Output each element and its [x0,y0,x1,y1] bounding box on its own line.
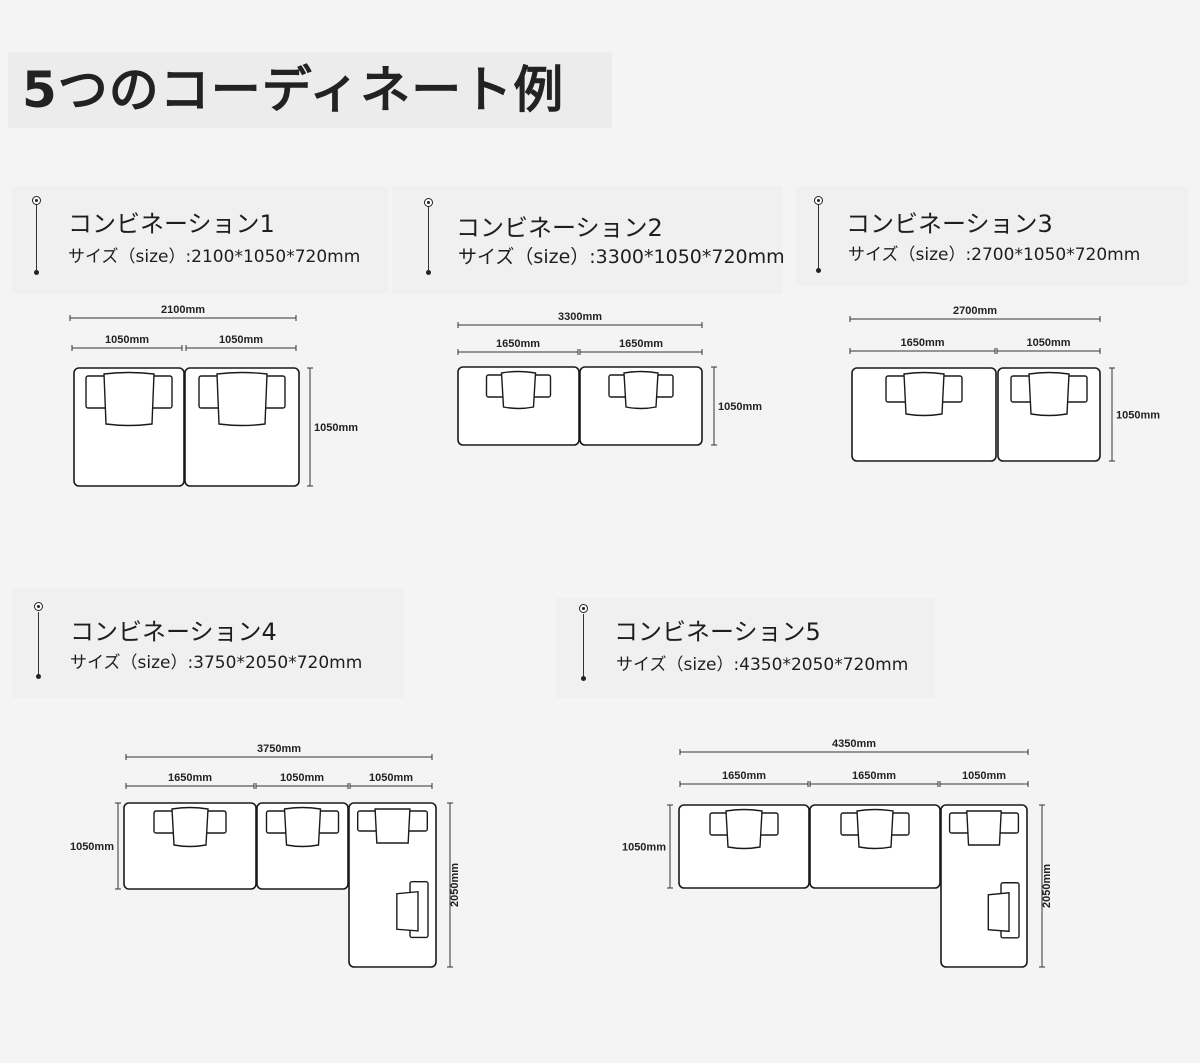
combo-3-header: コンビネーション3 サイズ（size）:2700*1050*720mm [796,186,1188,286]
d4-svg: 3750mm 1650mm 1050mm 1050mm 1050mm 2050mm [70,743,461,968]
d1-svg: 2100mm 1050mm 1050mm 1050mm [69,304,358,487]
sofa-module-cushion-icon [903,371,945,417]
combo-4-name: コンビネーション4 [70,618,277,646]
sofa-module-cushion-icon [216,371,268,427]
sofa-module-cushion-icon [623,370,659,410]
timeline-dot-icon [36,674,41,679]
timeline-line [36,204,37,272]
combo-3-size: サイズ（size）:2700*1050*720mm [848,245,1141,265]
combo-3-name: コンビネーション3 [846,210,1053,238]
combo-1-name: コンビネーション1 [68,210,275,238]
timeline-ring-icon [34,602,43,611]
timeline-ring-icon [424,198,433,207]
d3-svg: 2700mm 1650mm 1050mm 1050mm [849,305,1160,462]
combo-2-header: コンビネーション2 サイズ（size）:3300*1050*720mm [392,186,785,294]
combo-1-diagram: 2100mm 1050mm 1050mm 1050mm [50,295,380,505]
dim-module-width-label: 1650mm [619,338,663,350]
timeline-ring-icon [32,196,41,205]
sofa-module-cushion-icon [103,371,155,427]
timeline-dot-icon [426,270,431,275]
combo-2-diagram: 3300mm 1650mm 1650mm 1050mm [440,305,770,465]
sofa-module-cushion-icon [171,806,209,848]
dim-depth-label: 1050mm [70,841,114,853]
timeline-line [38,612,39,676]
dim-module-width-label: 1050mm [1026,337,1070,349]
dim-depth-label: 1050mm [1116,410,1160,422]
dim-module-width-label: 1050mm [369,772,413,784]
combo-5-size: サイズ（size）:4350*2050*720mm [616,655,909,675]
combo-5-diagram: 4350mm 1650mm 1650mm 1050mm 1050mm 2050mm [610,735,1070,975]
page-title: 5つのコーディネート例 [22,61,565,119]
dim-module-width-label: 1650mm [722,770,766,782]
dim-module-width-label: 1650mm [852,770,896,782]
dim-module-width-label: 1050mm [105,334,149,346]
sofa-module-cushion-icon [283,806,322,848]
dim-total-width-label: 2700mm [953,305,997,317]
timeline-line [428,204,429,272]
title-banner: 5つのコーディネート例 [8,52,612,128]
dim-depth-label: 1050mm [314,422,358,434]
dim-module-width-label: 1050mm [962,770,1006,782]
timeline-line [818,204,819,268]
d5-svg: 4350mm 1650mm 1650mm 1050mm 1050mm 2050mm [622,738,1053,968]
dim-module-width-label: 1650mm [900,337,944,349]
dim-module-width-label: 1650mm [496,338,540,350]
dim-total-width-label: 3300mm [558,311,602,323]
timeline-ring-icon [814,196,823,205]
sofa-chaise-module-side-cushion-icon [396,890,419,932]
combo-5-name: コンビネーション5 [614,618,821,646]
sofa-module-cushion-icon [725,808,763,850]
dim-chaise-depth-label: 2050mm [449,863,461,907]
dim-total-width-label: 2100mm [161,304,205,316]
timeline-ring-icon [579,604,588,613]
combo-3-diagram: 2700mm 1650mm 1050mm 1050mm [830,300,1180,470]
timeline-dot-icon [581,676,586,681]
combo-4-header: コンビネーション4 サイズ（size）:3750*2050*720mm [12,588,404,698]
combo-4-diagram: 3750mm 1650mm 1050mm 1050mm 1050mm 2050mm [60,740,480,980]
combo-2-size: サイズ（size）:3300*1050*720mm [458,246,785,268]
combo-5-header: コンビネーション5 サイズ（size）:4350*2050*720mm [556,598,934,698]
sofa-module-cushion-icon [1028,371,1070,417]
combo-4-size: サイズ（size）:3750*2050*720mm [70,653,363,673]
sofa-chaise-module-cushion-icon [374,808,411,844]
sofa-chaise-module-cushion-icon [966,810,1002,846]
combo-1-size: サイズ（size）:2100*1050*720mm [68,247,361,267]
sofa-chaise-module-side-cushion-icon [987,891,1010,933]
combo-2-name: コンビネーション2 [456,214,663,242]
d2-svg: 3300mm 1650mm 1650mm 1050mm [457,311,762,446]
dim-depth-label: 1050mm [718,401,762,413]
dim-module-width-label: 1050mm [219,334,263,346]
sofa-module-cushion-icon [856,808,894,850]
dim-total-width-label: 3750mm [257,743,301,755]
dim-module-width-label: 1050mm [280,772,324,784]
dim-module-width-label: 1650mm [168,772,212,784]
dim-depth-label: 1050mm [622,842,666,854]
timeline-line [583,614,584,678]
sofa-module-cushion-icon [500,370,537,410]
dim-total-width-label: 4350mm [832,738,876,750]
timeline-dot-icon [816,268,821,273]
timeline-dot-icon [34,270,39,275]
combo-1-header: コンビネーション1 サイズ（size）:2100*1050*720mm [12,186,388,294]
dim-chaise-depth-label: 2050mm [1041,864,1053,908]
